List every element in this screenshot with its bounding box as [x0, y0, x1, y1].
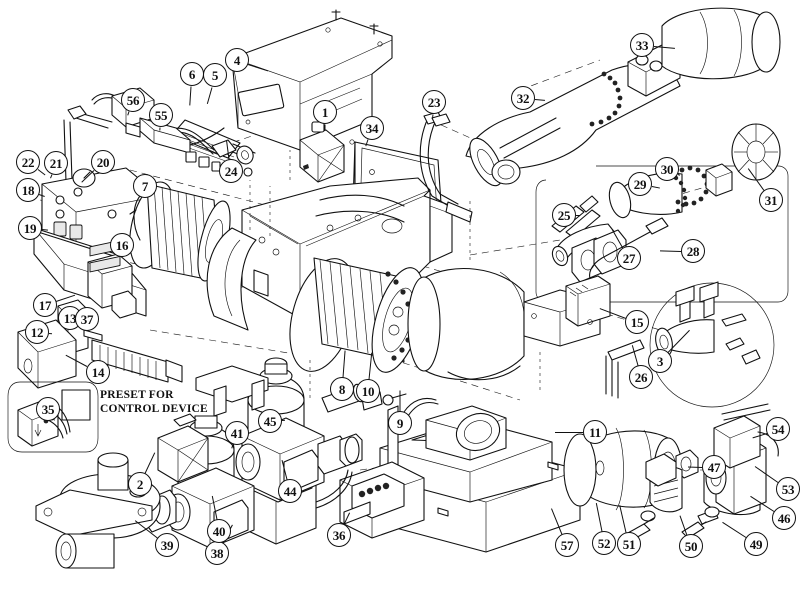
callout-39[interactable]: 39 — [155, 533, 179, 557]
callout-17[interactable]: 17 — [33, 293, 57, 317]
callout-5[interactable]: 5 — [203, 63, 227, 87]
callout-50[interactable]: 50 — [679, 534, 703, 558]
callout-51[interactable]: 51 — [617, 532, 641, 556]
part-24-lead — [167, 127, 254, 165]
callout-30[interactable]: 30 — [655, 157, 679, 181]
callout-24[interactable]: 24 — [219, 159, 243, 183]
leader-line-23 — [431, 114, 433, 119]
callout-57[interactable]: 57 — [555, 533, 579, 557]
part-pcb-and-terminals — [17, 240, 183, 389]
callout-2[interactable]: 2 — [128, 472, 152, 496]
part-23-hoses — [419, 111, 473, 223]
callout-38[interactable]: 38 — [205, 541, 229, 565]
part-top-cover — [231, 9, 393, 151]
callout-12[interactable]: 12 — [25, 320, 49, 344]
callout-1[interactable]: 1 — [313, 100, 337, 124]
callout-25[interactable]: 25 — [552, 203, 576, 227]
callout-18[interactable]: 18 — [16, 178, 40, 202]
leader-line-1 — [324, 124, 326, 131]
callout-41[interactable]: 41 — [225, 421, 249, 445]
callout-9[interactable]: 9 — [388, 411, 412, 435]
callout-37[interactable]: 37 — [75, 307, 99, 331]
callout-44[interactable]: 44 — [278, 479, 302, 503]
callout-4[interactable]: 4 — [225, 48, 249, 72]
callout-52[interactable]: 52 — [592, 531, 616, 555]
callout-55[interactable]: 55 — [149, 103, 173, 127]
leader-line-9 — [399, 390, 401, 412]
callout-33[interactable]: 33 — [630, 33, 654, 57]
callout-19[interactable]: 19 — [18, 216, 42, 240]
preset-note-line2: CONTROL DEVICE — [100, 403, 208, 416]
callout-28[interactable]: 28 — [681, 239, 705, 263]
part-blast-tube — [407, 268, 525, 381]
part-7-motor — [129, 181, 231, 283]
part-15-bracket — [523, 275, 611, 347]
preset-note: PRESET FOR CONTROL DEVICE — [100, 388, 208, 417]
part-32-33-pump-motor — [465, 7, 781, 187]
callout-14[interactable]: 14 — [86, 360, 110, 384]
part-burner-housing — [206, 177, 453, 331]
part-8-10-blower-wheel — [289, 257, 425, 373]
callout-40[interactable]: 40 — [207, 519, 231, 543]
leader-line-28 — [659, 249, 682, 252]
callout-22[interactable]: 22 — [16, 150, 40, 174]
part-1-terminal-box — [299, 121, 345, 183]
callout-11[interactable]: 11 — [583, 420, 607, 444]
callout-8[interactable]: 8 — [330, 377, 354, 401]
callout-20[interactable]: 20 — [91, 150, 115, 174]
callout-26[interactable]: 26 — [629, 365, 653, 389]
callout-36[interactable]: 36 — [327, 523, 351, 547]
callout-47[interactable]: 47 — [702, 455, 726, 479]
leader-line-25 — [576, 215, 580, 216]
callout-53[interactable]: 53 — [776, 477, 800, 501]
callout-7[interactable]: 7 — [133, 174, 157, 198]
callout-15[interactable]: 15 — [625, 310, 649, 334]
part-46-53-54-valves — [625, 403, 779, 541]
callout-3[interactable]: 3 — [648, 349, 672, 373]
callout-56[interactable]: 56 — [121, 88, 145, 112]
callout-23[interactable]: 23 — [422, 90, 446, 114]
callout-27[interactable]: 27 — [617, 246, 641, 270]
leader-line-11 — [555, 432, 583, 433]
callout-46[interactable]: 46 — [772, 506, 796, 530]
callout-49[interactable]: 49 — [744, 532, 768, 556]
callout-21[interactable]: 21 — [44, 151, 68, 175]
callout-54[interactable]: 54 — [766, 417, 790, 441]
callout-10[interactable]: 10 — [356, 379, 380, 403]
preset-note-line1: PRESET FOR — [100, 389, 174, 401]
callout-31[interactable]: 31 — [759, 188, 783, 212]
part-36-control-box — [339, 461, 425, 539]
leader-line-12 — [48, 332, 53, 334]
callout-34[interactable]: 34 — [360, 116, 384, 140]
callout-16[interactable]: 16 — [110, 233, 134, 257]
callout-45[interactable]: 45 — [258, 409, 282, 433]
leader-line-47 — [687, 465, 703, 468]
callout-35[interactable]: 35 — [36, 397, 60, 421]
callout-6[interactable]: 6 — [180, 62, 204, 86]
callout-32[interactable]: 32 — [511, 86, 535, 110]
callout-29[interactable]: 29 — [628, 172, 652, 196]
